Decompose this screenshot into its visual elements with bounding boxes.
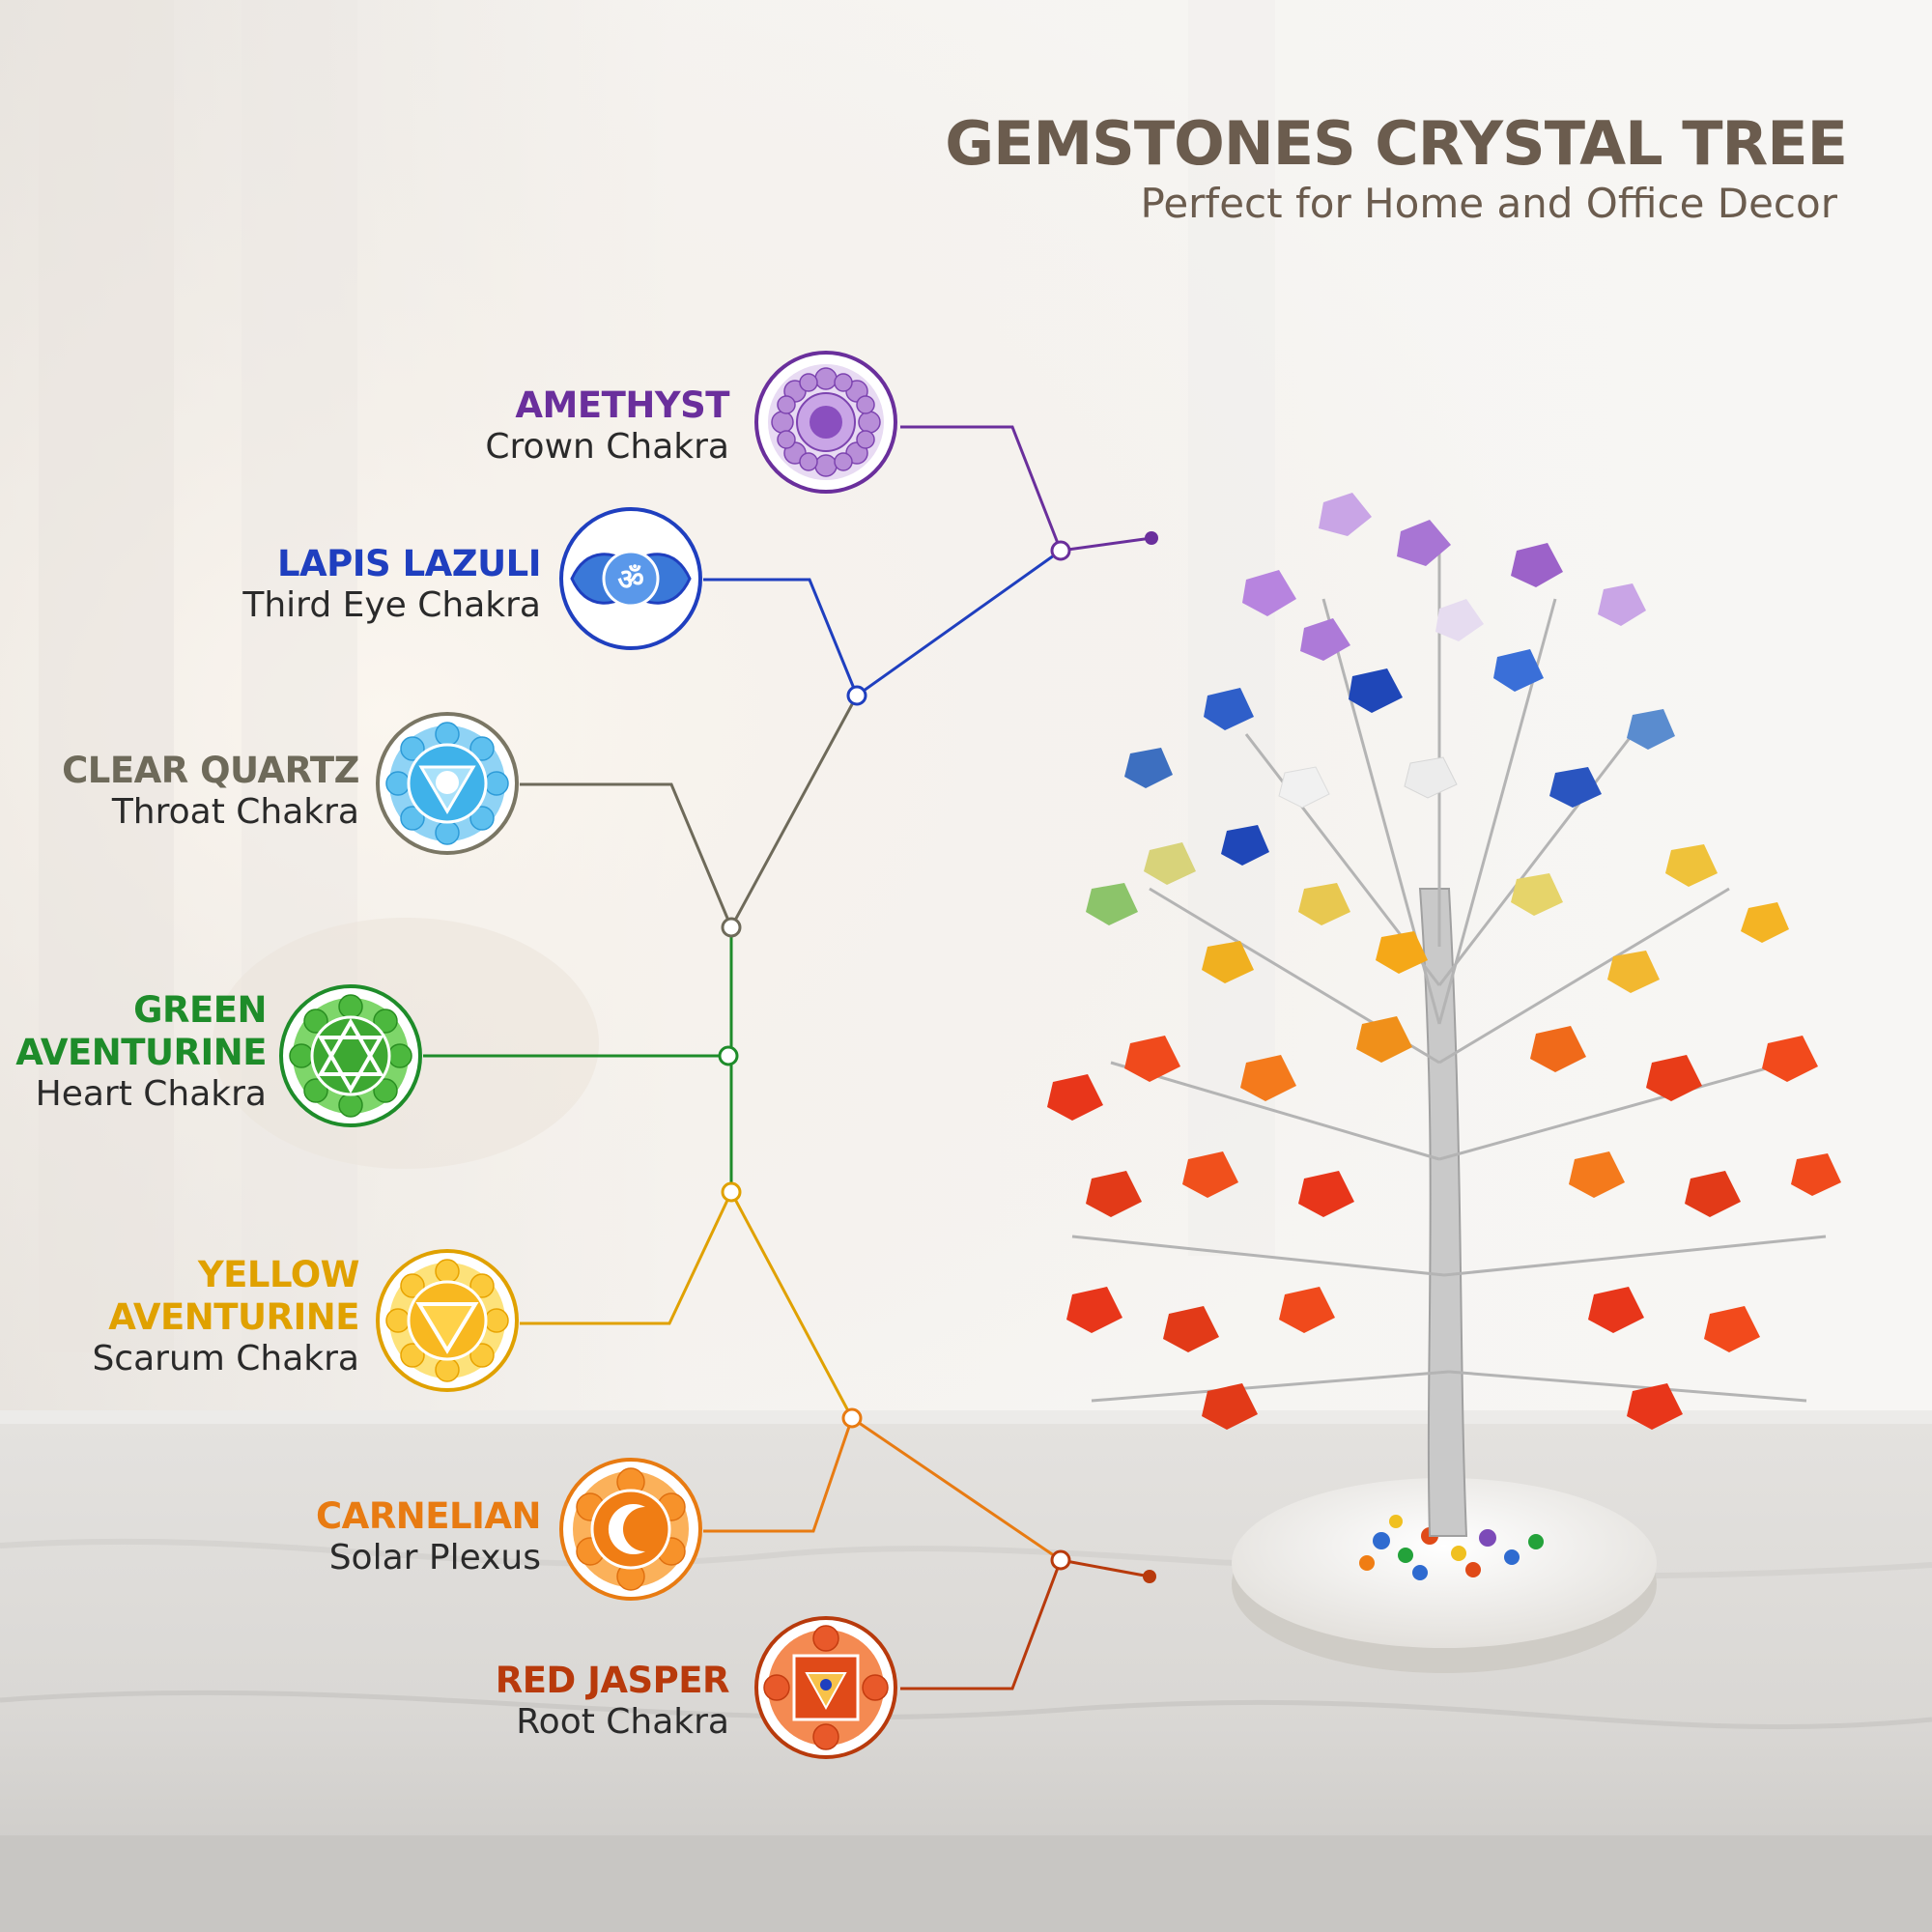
sacral-chakra-icon <box>376 1249 519 1392</box>
gem-name-line2: AVENTURINE <box>15 1032 267 1073</box>
chakra-name: Crown Chakra <box>485 427 729 467</box>
page-title: GEMSTONES CRYSTAL TREE <box>945 108 1848 179</box>
chakra-name: Third Eye Chakra <box>242 585 541 625</box>
root-chakra-icon <box>754 1616 897 1759</box>
chakra-name: Heart Chakra <box>35 1074 267 1114</box>
page-subtitle: Perfect for Home and Office Decor <box>1140 180 1837 227</box>
chakra-name: Root Chakra <box>516 1702 729 1742</box>
gem-name: LAPIS LAZULI <box>276 543 542 584</box>
gem-name: AMETHYST <box>515 384 729 426</box>
stone-label-red-jasper: RED JASPER Root Chakra <box>495 1660 730 1743</box>
solar-plexus-chakra-icon <box>559 1458 702 1601</box>
stone-label-carnelian: CARNELIAN Solar Plexus <box>316 1495 541 1578</box>
stone-label-amethyst: AMETHYST Crown Chakra <box>485 384 729 468</box>
third-eye-chakra-icon: ॐ <box>559 507 702 650</box>
stone-label-green-aventurine: GREEN AVENTURINE Heart Chakra <box>15 989 267 1115</box>
gem-name: CARNELIAN <box>316 1495 541 1537</box>
heart-chakra-icon <box>279 984 422 1127</box>
chakra-name: Throat Chakra <box>111 792 359 832</box>
stone-label-lapis-lazuli: LAPIS LAZULI Third Eye Chakra <box>242 543 541 626</box>
gem-name-line2: AVENTURINE <box>108 1296 359 1338</box>
crystal-tree-product-image <box>1047 493 1841 1673</box>
gem-name: CLEAR QUARTZ <box>62 750 359 791</box>
title-block: GEMSTONES CRYSTAL TREE Perfect for Home … <box>945 108 1848 228</box>
crown-chakra-icon <box>754 351 897 494</box>
chakra-name: Scarum Chakra <box>92 1339 359 1378</box>
gem-name: RED JASPER <box>495 1660 730 1701</box>
svg-text:ॐ: ॐ <box>617 563 643 597</box>
gem-name: GREEN <box>133 989 267 1031</box>
throat-chakra-icon <box>376 712 519 855</box>
stone-label-clear-quartz: CLEAR QUARTZ Throat Chakra <box>62 750 359 833</box>
stone-label-yellow-aventurine: YELLOW AVENTURINE Scarum Chakra <box>92 1254 359 1379</box>
chakra-name: Solar Plexus <box>328 1538 541 1577</box>
gem-name: YELLOW <box>197 1254 360 1295</box>
